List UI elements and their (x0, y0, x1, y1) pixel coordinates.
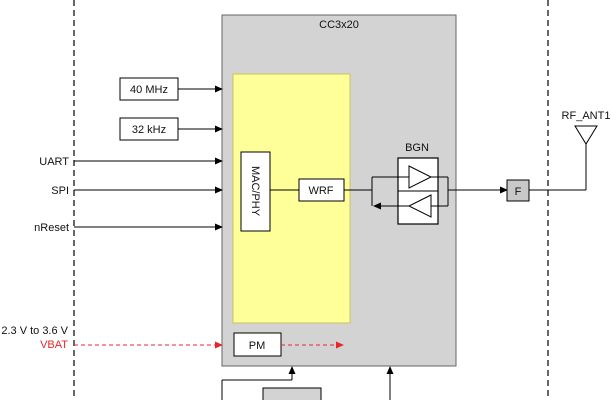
module-boundary (73, 0, 549, 400)
spi-label: SPI (51, 185, 69, 197)
chip-title: CC3x20 (319, 19, 359, 31)
clock-32khz-label: 32 kHz (132, 124, 166, 136)
pm-label: PM (249, 340, 266, 352)
voltage-range-label: 2.3 V to 3.6 V (1, 325, 68, 337)
clock-40mhz-label: 40 MHz (130, 84, 168, 96)
filter-label: F (515, 186, 522, 198)
antenna-label: RF_ANT1 (562, 110, 611, 122)
mac-phy-block (240, 151, 271, 232)
uart-label: UART (39, 156, 69, 168)
bgn-block (371, 157, 449, 225)
nreset-label: nReset (34, 222, 69, 234)
antenna-icon (574, 125, 598, 145)
bottom-connections (221, 366, 394, 400)
wrf-label: WRF (308, 185, 333, 197)
vbat-label: VBAT (40, 339, 68, 351)
mac-phy-label: MAC/PHY (249, 166, 261, 217)
bgn-label: BGN (405, 142, 429, 154)
